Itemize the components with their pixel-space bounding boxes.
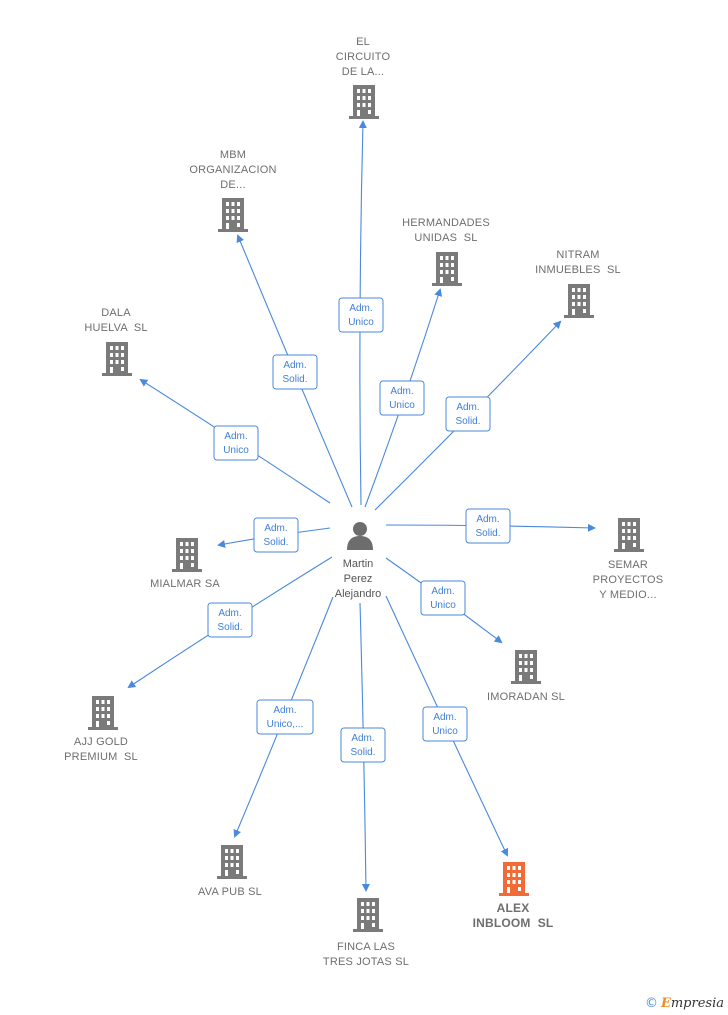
building-icon: [353, 898, 383, 932]
building-icon: [499, 862, 529, 896]
company-label-imoradan-0: IMORADAN SL: [487, 691, 565, 703]
edge-label-text-mbm-organizacion-1: Solid.: [282, 374, 307, 385]
person-icon: [347, 522, 373, 550]
company-node-mialmar[interactable]: MIALMAR SA: [150, 538, 220, 590]
edge-label-text-finca-las-tres-jotas-1: Solid.: [350, 747, 375, 758]
company-label-nitram-inmuebles-0: NITRAM: [556, 249, 599, 261]
edge-label-text-ajj-gold-1: Solid.: [217, 622, 242, 633]
building-icon: [349, 85, 379, 119]
center-name-line-3: Alejandro: [335, 588, 381, 600]
company-label-hermandades-unidas-0: HERMANDADES: [402, 217, 490, 229]
building-icon: [218, 198, 248, 232]
center-name-line-2: Perez: [344, 573, 373, 585]
building-icon: [614, 518, 644, 552]
edge-label-text-ava-pub-1: Unico,...: [267, 719, 304, 730]
brand-watermark: ©Empresia: [645, 996, 724, 1011]
company-node-imoradan[interactable]: IMORADAN SL: [487, 650, 565, 703]
company-node-finca-las-tres-jotas[interactable]: FINCA LAS TRES JOTAS SL: [323, 898, 409, 968]
edge-label-text-hermandades-unidas-0: Adm.: [390, 386, 413, 397]
company-label-mbm-organizacion-1: ORGANIZACION: [189, 164, 276, 176]
edge-label-text-imoradan-0: Adm.: [431, 586, 454, 597]
edge-label-ajj-gold: Adm. Solid.: [207, 602, 253, 638]
company-label-el-circuito-0: EL: [356, 36, 370, 48]
company-label-dala-huelva-0: DALA: [101, 307, 131, 319]
edge-label-text-finca-las-tres-jotas-0: Adm.: [351, 733, 374, 744]
copyright-icon: ©: [644, 996, 658, 1011]
edge-label-alex-inbloom: Adm. Unico: [422, 706, 468, 742]
company-label-el-circuito-2: DE LA...: [342, 66, 385, 78]
company-label-mbm-organizacion-0: MBM: [220, 149, 246, 161]
edge-label-nitram-inmuebles: Adm. Solid.: [445, 396, 491, 432]
center-name-line-1: Martin: [343, 558, 374, 570]
building-icon: [432, 252, 462, 286]
edge-label-imoradan: Adm. Unico: [420, 580, 466, 616]
center-person-node[interactable]: Martin Perez Alejandro: [335, 522, 381, 600]
edge-label-text-nitram-inmuebles-0: Adm.: [456, 402, 479, 413]
company-node-nitram-inmuebles[interactable]: NITRAM INMUEBLES SL: [535, 249, 621, 318]
company-node-mbm-organizacion[interactable]: MBM ORGANIZACION DE...: [189, 149, 276, 232]
company-node-semar-proyectos[interactable]: SEMAR PROYECTOS Y MEDIO...: [593, 518, 664, 601]
company-label-finca-las-tres-jotas-0: FINCA LAS: [337, 941, 395, 953]
company-label-finca-las-tres-jotas-1: TRES JOTAS SL: [323, 956, 409, 968]
edge-label-text-hermandades-unidas-1: Unico: [389, 400, 415, 411]
company-label-hermandades-unidas-1: UNIDAS SL: [414, 232, 477, 244]
edge-label-text-dala-huelva-0: Adm.: [224, 431, 247, 442]
edge-label-text-semar-proyectos-1: Solid.: [475, 528, 500, 539]
company-label-semar-proyectos-0: SEMAR: [608, 559, 648, 571]
company-label-dala-huelva-1: HUELVA SL: [84, 322, 147, 334]
edge-label-text-mialmar-0: Adm.: [264, 523, 287, 534]
company-label-alex-inbloom-0: ALEX: [497, 901, 530, 915]
building-icon: [564, 284, 594, 318]
company-label-semar-proyectos-1: PROYECTOS: [593, 574, 664, 586]
brand-initial: E: [660, 996, 671, 1011]
edge-label-text-semar-proyectos-0: Adm.: [476, 514, 499, 525]
building-icon: [217, 845, 247, 879]
edge-label-mialmar: Adm. Solid.: [253, 517, 299, 553]
company-node-ava-pub[interactable]: AVA PUB SL: [198, 845, 262, 898]
company-label-ava-pub-0: AVA PUB SL: [198, 886, 262, 898]
building-icon: [102, 342, 132, 376]
company-label-nitram-inmuebles-1: INMUEBLES SL: [535, 264, 621, 276]
edge-label-dala-huelva: Adm. Unico: [213, 425, 259, 461]
edge-label-el-circuito: Adm. Unico: [338, 297, 384, 333]
edge-label-text-nitram-inmuebles-1: Solid.: [455, 416, 480, 427]
company-node-el-circuito[interactable]: EL CIRCUITO DE LA...: [336, 36, 391, 119]
company-label-alex-inbloom-1: INBLOOM SL: [473, 916, 554, 930]
edge-label-text-ajj-gold-0: Adm.: [218, 608, 241, 619]
company-label-mialmar-0: MIALMAR SA: [150, 578, 220, 590]
company-label-semar-proyectos-2: Y MEDIO...: [599, 589, 656, 601]
edge-label-finca-las-tres-jotas: Adm. Solid.: [340, 727, 386, 763]
edge-label-text-alex-inbloom-1: Unico: [432, 726, 458, 737]
edge-label-text-el-circuito-1: Unico: [348, 317, 374, 328]
edge-label-text-alex-inbloom-0: Adm.: [433, 712, 456, 723]
building-icon: [172, 538, 202, 572]
company-label-el-circuito-1: CIRCUITO: [336, 51, 391, 63]
company-node-hermandades-unidas[interactable]: HERMANDADES UNIDAS SL: [402, 217, 490, 286]
edge-label-text-mbm-organizacion-0: Adm.: [283, 360, 306, 371]
edge-label-text-mialmar-1: Solid.: [263, 537, 288, 548]
company-node-dala-huelva[interactable]: DALA HUELVA SL: [84, 307, 147, 376]
edge-label-text-imoradan-1: Unico: [430, 600, 456, 611]
brand-name: mpresia: [670, 996, 724, 1011]
edge-label-text-el-circuito-0: Adm.: [349, 303, 372, 314]
edge-label-ava-pub: Adm. Unico,...: [256, 699, 314, 735]
edge-label-mbm-organizacion: Adm. Solid.: [272, 354, 318, 390]
building-icon: [88, 696, 118, 730]
building-icon: [511, 650, 541, 684]
company-label-mbm-organizacion-2: DE...: [220, 179, 245, 191]
edge-label-text-ava-pub-0: Adm.: [273, 705, 296, 716]
company-label-ajj-gold-0: AJJ GOLD: [74, 736, 128, 748]
edge-label-hermandades-unidas: Adm. Unico: [379, 380, 425, 416]
edge-label-text-dala-huelva-1: Unico: [223, 445, 249, 456]
edge-label-semar-proyectos: Adm. Solid.: [465, 508, 511, 544]
company-label-ajj-gold-1: PREMIUM SL: [64, 751, 138, 763]
company-node-ajj-gold[interactable]: AJJ GOLD PREMIUM SL: [64, 696, 138, 763]
